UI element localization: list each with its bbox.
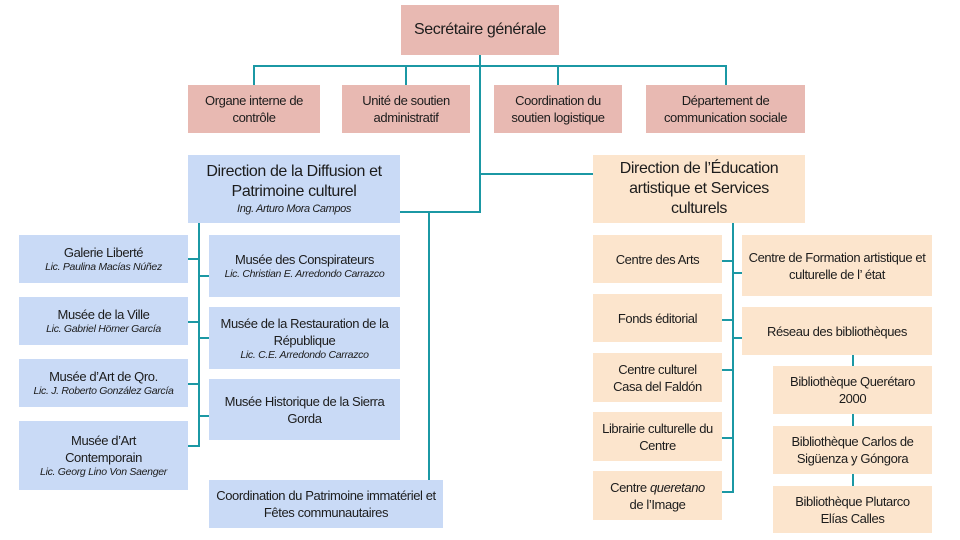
node-unit: Musée de la Restauration de la Républiqu… [209,307,400,369]
node-title: Direction de la Diffusion et Patrimoine … [206,163,382,200]
connector [198,337,209,339]
node-head: Lic. C.E. Arredondo Carrazco [240,348,369,361]
connector [428,211,430,480]
node-title: Coordination du Patrimoine immatériel et… [216,488,436,520]
node-title-part: de l’Image [629,496,686,512]
node-title: Direction de l’Éducation artistique et S… [619,160,779,217]
node-head: Lic. Gabriel Hörner García [46,323,161,335]
connector [198,275,209,277]
node-title: Organe interne de contrôle [205,93,303,125]
connector [253,65,255,85]
node-title: Centre culturel Casa del Faldón [613,361,702,394]
connector [188,321,199,323]
node-unit: Musée Historique de la Sierra Gorda [209,379,400,440]
node-title: Musée d’Art de Qro. [49,369,158,384]
node-library: Bibliothèque Querétaro 2000 [773,366,932,414]
node-title: Unité de soutien administratif [362,93,450,125]
connector [722,260,733,262]
node-library: Bibliothèque Carlos de Sigüenza y Góngor… [773,426,932,474]
connector [188,258,199,260]
node-title: Musée des Conspirateurs [235,252,374,267]
node-title: Centre des Arts [615,251,700,267]
node-title-part: Centre [610,479,647,495]
node-title: Musée de la Ville [57,307,150,322]
connector [198,223,200,447]
node-title: Bibliothèque Carlos de Sigüenza y Góngor… [791,434,914,466]
node-title: Secrétaire générale [413,21,547,38]
connector [400,211,481,213]
node-head: Lic. Christian E. Arredondo Carrazco [224,268,385,280]
node-title: Librairie culturelle du Centre [602,420,713,453]
node-title: Musée de la Restauration de la Républiqu… [220,315,389,348]
node-unit: Centre des Arts [593,235,722,283]
node-title: Coordination du soutien logistique [511,93,605,125]
node-title: Département de communication sociale [663,93,788,125]
connector [722,319,733,321]
node-head: Lic. J. Roberto González García [33,385,174,397]
node-title: Galerie Liberté [63,245,144,260]
node-title: Réseau des bibliothèques [766,323,907,339]
node-title-part: queretano [649,479,705,495]
node-secretaire-generale: Secrétaire générale [401,5,559,55]
node-unit: Fonds éditorial [593,294,722,342]
connector [479,173,593,175]
connector [725,65,727,85]
connector [722,491,733,493]
connector [722,437,733,439]
connector [732,223,734,493]
node-direction-diffusion: Direction de la Diffusion et Patrimoine … [188,155,400,223]
connector [732,272,742,274]
node-unit: Librairie culturelle du Centre [593,412,722,461]
connector [188,445,199,447]
node-staff: Unité de soutien administratif [342,85,470,133]
node-direction-education: Direction de l’Éducation artistique et S… [593,155,805,223]
node-head: Lic. Georg Lino Von Saenger [40,466,167,478]
node-coordination-patrimoine: Coordination du Patrimoine immatériel et… [209,480,443,528]
node-title: Bibliothèque Plutarco Elías Calles [795,493,910,526]
node-title: Musée d’Art Contemporain [65,433,142,465]
node-head: Ing. Arturo Mora Campos [237,203,351,215]
node-library: Bibliothèque Plutarco Elías Calles [773,486,932,533]
connector [253,65,727,67]
connector [198,415,209,417]
connector [188,383,199,385]
node-unit: Musée d’Art de Qro.Lic. J. Roberto Gonzá… [19,359,188,407]
connector [557,65,559,85]
node-unit: Centre culturel Casa del Faldón [593,353,722,402]
node-staff: Coordination du soutien logistique [494,85,622,133]
node-unit: Centre de Formation artistique et cultur… [742,235,932,296]
connector [852,355,854,366]
connector [479,55,481,213]
node-title: Centre de Formation artistique et cultur… [748,249,926,282]
node-staff: Organe interne de contrôle [188,85,320,133]
connector [852,414,854,426]
connector [732,337,742,339]
connector [722,369,733,371]
connector [852,474,854,486]
node-staff: Département de communication sociale [646,85,805,133]
node-reseau-bibliotheques: Réseau des bibliothèques [742,307,932,355]
node-title: Bibliothèque Querétaro 2000 [790,374,915,406]
node-title: Musée Historique de la Sierra Gorda [224,393,385,426]
node-head: Lic. Paulina Macías Núñez [45,261,162,273]
connector [405,65,407,85]
node-title: Fonds éditorial [617,310,698,326]
